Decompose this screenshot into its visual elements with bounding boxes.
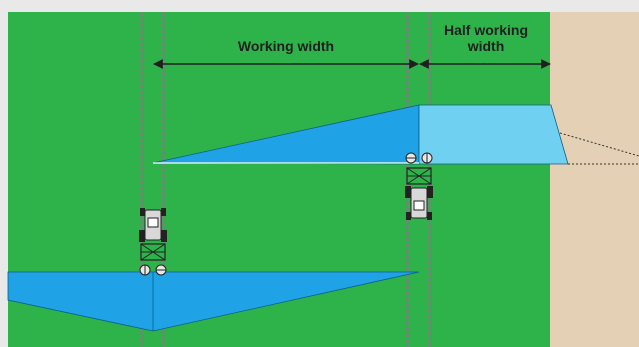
spreader-icon: [406, 167, 432, 185]
spreader-icon: [140, 243, 166, 261]
working-width-label: Working width: [237, 38, 335, 54]
tractor-right: [405, 152, 433, 220]
tractor-icon: [139, 208, 167, 242]
half-working-width-label: Half working width: [428, 22, 544, 54]
half-working-width-label-line2: width: [467, 38, 505, 54]
field-edge: [550, 12, 639, 347]
tractor-icon: [405, 186, 433, 220]
border-spread-pattern: [418, 104, 569, 165]
tramline-left: [139, 12, 166, 347]
border-throw-line: [559, 132, 639, 157]
tractor-left: [139, 208, 167, 276]
spread-disc-icon: [139, 264, 167, 276]
spread-disc-icon: [405, 152, 433, 164]
half-working-width-label-line1: Half working: [443, 22, 528, 38]
